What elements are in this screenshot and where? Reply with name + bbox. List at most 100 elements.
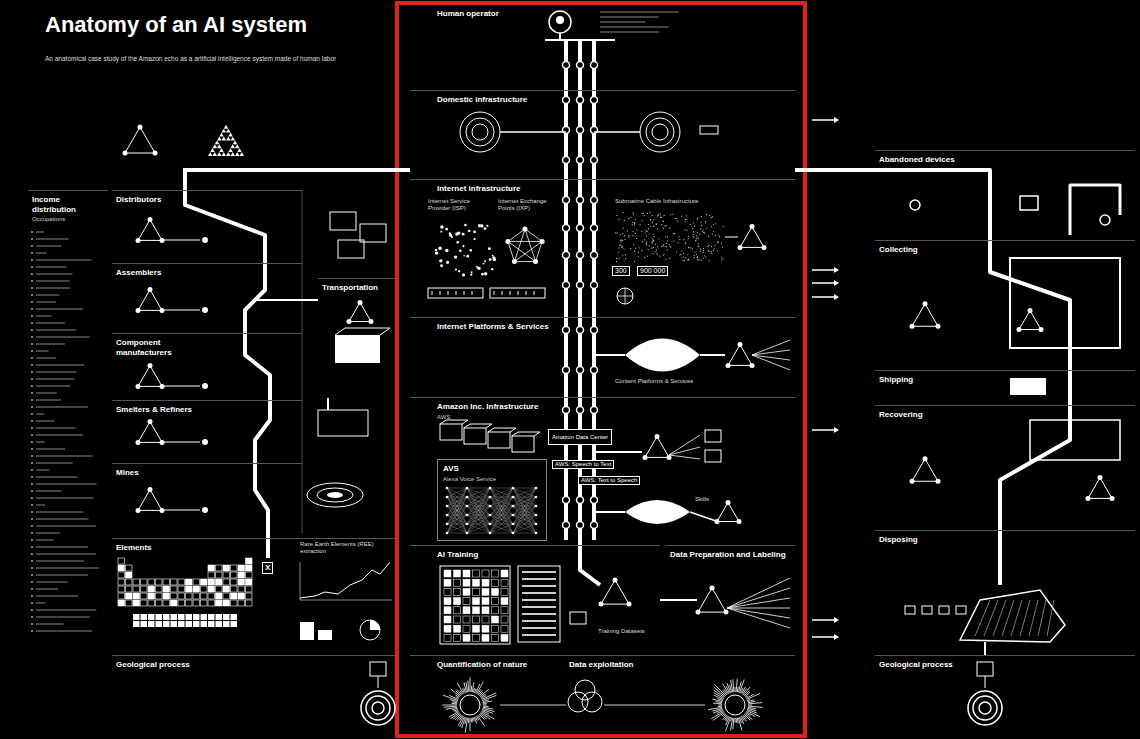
income-bar (36, 267, 66, 268)
section-heading: AVS (443, 464, 542, 474)
income-bar (36, 484, 97, 485)
map-dot (667, 236, 668, 237)
ixp-link (525, 229, 536, 262)
trunk-stop (577, 157, 584, 164)
wire-line (984, 642, 986, 650)
map-dot (622, 228, 623, 229)
container-box (1010, 378, 1046, 395)
element-cell (246, 600, 253, 606)
income-bar (36, 414, 45, 415)
map-dot (624, 260, 625, 261)
net-link (490, 488, 513, 515)
isp-dot (488, 247, 491, 250)
element-cell (126, 579, 133, 585)
map-dot (615, 232, 616, 233)
net-link (467, 488, 490, 515)
rack-unit (490, 288, 545, 298)
net-node (489, 514, 492, 517)
isp-dot (440, 264, 443, 267)
isp-dot (492, 256, 495, 259)
net-link (467, 524, 490, 533)
dataset-row (522, 599, 556, 601)
map-dot (667, 240, 668, 241)
wire-line (494, 291, 495, 295)
chimney (327, 398, 329, 410)
net-link (490, 524, 513, 533)
flow-connector (185, 170, 410, 190)
income-bar (36, 533, 60, 534)
map-dot (685, 219, 686, 220)
section-heading: Data exploitation (569, 660, 641, 670)
element-cell (163, 593, 170, 599)
training-frame (440, 566, 510, 644)
element-cell (208, 586, 215, 592)
element-cell (208, 621, 215, 627)
network-dot (910, 324, 915, 329)
training-cell (463, 625, 470, 632)
radial-ray (468, 718, 469, 723)
geology-ring (973, 696, 997, 720)
radial-ray (474, 717, 476, 723)
section-heading: Shipping (879, 375, 1131, 385)
wire-line (665, 599, 697, 601)
income-bar (36, 498, 94, 499)
radial-ray (483, 700, 489, 702)
element-cell (223, 565, 230, 571)
map-dot (688, 247, 689, 248)
map-dot (711, 251, 712, 252)
trunk-stop (563, 97, 570, 104)
map-dot (712, 233, 713, 234)
network-triangle (912, 304, 938, 327)
boxed-label: 300 (612, 266, 630, 276)
isp-dot (435, 249, 437, 251)
radial-ray (731, 718, 733, 731)
network-triangle (138, 366, 162, 387)
layer-band: Quantification of natureData exploitatio… (410, 655, 795, 735)
radial-ray (743, 687, 750, 695)
isp-dot (471, 271, 473, 273)
element-cell (223, 600, 230, 606)
map-dot (652, 242, 653, 243)
wire-line (456, 291, 457, 295)
map-dot (656, 249, 657, 250)
map-dot (657, 246, 658, 247)
training-cell (482, 570, 489, 577)
map-dot (651, 248, 652, 249)
network-dot (655, 434, 660, 439)
map-dot (656, 224, 657, 225)
map-dot (712, 216, 713, 217)
recycling-route (1070, 185, 1120, 235)
map-dot (650, 226, 651, 227)
landfill-hatch (1002, 600, 1014, 636)
training-cell (473, 634, 480, 641)
map-dot (664, 215, 665, 216)
income-marker (31, 484, 33, 485)
element-cell (118, 586, 125, 592)
map-dot (700, 248, 701, 249)
map-dot (629, 235, 630, 236)
map-dot (700, 259, 701, 260)
layer-band: AI Training (410, 545, 660, 650)
training-cell (444, 588, 451, 595)
income-bar (36, 631, 92, 632)
network-dot (762, 245, 767, 250)
radial-ray (442, 705, 457, 706)
map-dot (616, 258, 617, 259)
wire-line (604, 705, 705, 706)
process-box: Amazon Data Center (548, 429, 612, 445)
route-loop (1030, 420, 1120, 460)
map-dot (707, 246, 708, 247)
radial-ray (471, 686, 473, 692)
element-cell (141, 621, 148, 627)
element-cell (148, 586, 155, 592)
wire-line (500, 705, 566, 706)
net-node (535, 523, 538, 526)
map-dot (653, 247, 654, 248)
income-bar (36, 386, 70, 387)
income-bar (36, 337, 89, 338)
income-marker (31, 302, 33, 303)
element-cell (246, 565, 253, 571)
net-node (466, 496, 469, 499)
section-heading: Smelters & Refiners (116, 405, 298, 415)
mine-pit (317, 488, 353, 502)
